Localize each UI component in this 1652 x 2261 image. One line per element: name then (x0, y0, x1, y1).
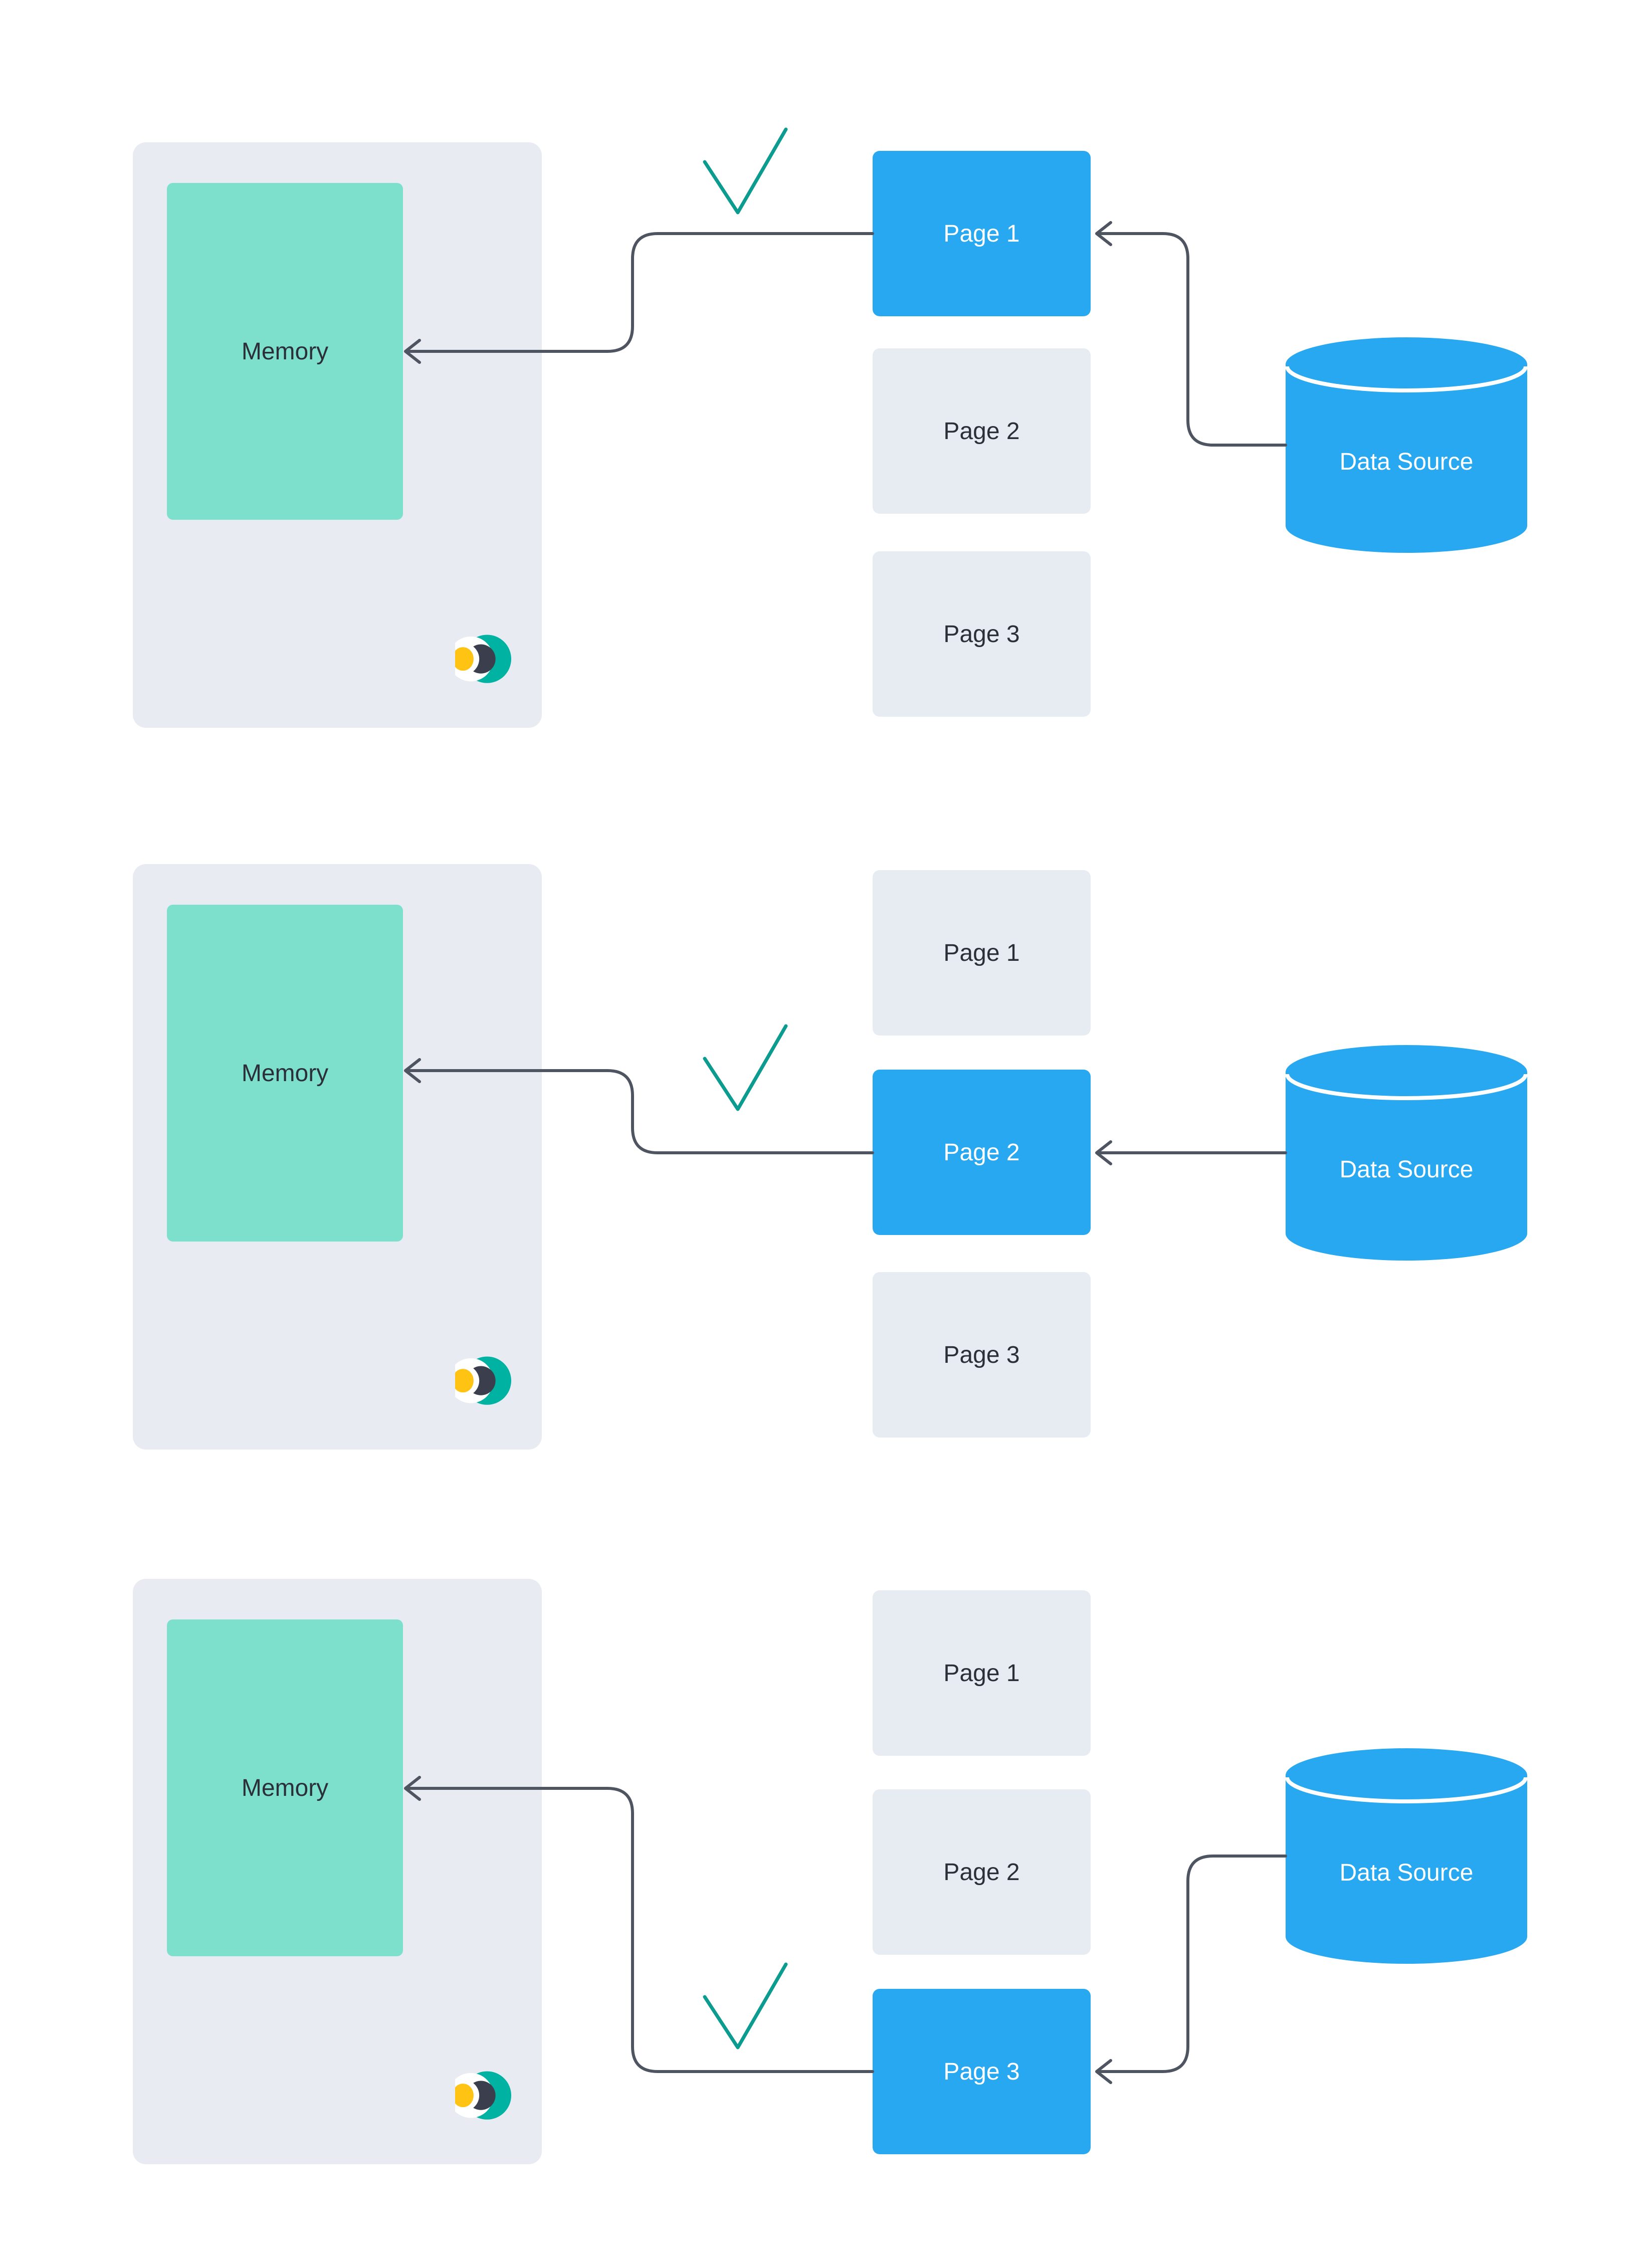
page-2-box: Page 2 (873, 348, 1091, 514)
datasource-label: Data Source (1340, 1156, 1474, 1183)
datasource-label: Data Source (1340, 449, 1474, 475)
page-label: Page 1 (943, 939, 1020, 966)
page-label: Page 1 (943, 220, 1020, 247)
brand-logo-icon (455, 1356, 511, 1405)
arrowhead-icon (404, 1776, 421, 1801)
page-label: Page 2 (943, 418, 1020, 445)
brand-logo-icon (455, 635, 511, 683)
page-label: Page 3 (943, 2058, 1020, 2085)
arrowhead-icon (1095, 1140, 1112, 1165)
arrowhead-icon (1095, 221, 1112, 246)
page-label: Page 2 (943, 1859, 1020, 1886)
page-1-box: Page 1 (873, 151, 1091, 316)
cylinder-seam (1285, 1777, 1528, 1803)
cylinder-seam (1285, 366, 1528, 392)
memory-box: Memory (167, 1619, 403, 1956)
memory-box: Memory (167, 905, 403, 1242)
memory-panel-3: Memory (133, 1579, 542, 2164)
page-1-box: Page 1 (873, 870, 1091, 1036)
memory-panel-1: Memory (133, 142, 542, 728)
memory-box: Memory (167, 183, 403, 520)
data-source-cylinder: Data Source (1285, 1045, 1528, 1261)
arrowhead-icon (1095, 2059, 1112, 2084)
arrow-page-2-to-memory (408, 1069, 874, 1154)
data-source-cylinder: Data Source (1285, 1748, 1528, 1964)
data-source-cylinder: Data Source (1285, 337, 1528, 553)
memory-panel-2: Memory (133, 864, 542, 1450)
page-3-box: Page 3 (873, 1989, 1091, 2154)
checkmark-icon (703, 1962, 788, 2049)
page-label: Page 1 (943, 1660, 1020, 1687)
datasource-label: Data Source (1340, 1860, 1474, 1886)
checkmark-icon (703, 1024, 788, 1111)
page-1-box: Page 1 (873, 1590, 1091, 1756)
arrowhead-icon (404, 1058, 421, 1083)
arrowhead-icon (404, 339, 421, 364)
memory-label: Memory (241, 1060, 329, 1087)
cylinder-seam (1285, 1074, 1528, 1100)
page-label: Page 2 (943, 1139, 1020, 1166)
page-3-box: Page 3 (873, 1272, 1091, 1437)
memory-label: Memory (241, 1774, 329, 1801)
page-2-box: Page 2 (873, 1789, 1091, 1955)
page-3-box: Page 3 (873, 551, 1091, 717)
arrow-page-3-to-memory (408, 1787, 874, 2073)
arrow-datasource-to-page-1 (1099, 232, 1287, 447)
arrow-datasource-to-page-3 (1099, 1855, 1287, 2073)
page-label: Page 3 (943, 1341, 1020, 1368)
arrow-page-1-to-memory (408, 232, 874, 353)
page-2-box: Page 2 (873, 1070, 1091, 1235)
checkmark-icon (703, 127, 788, 215)
memory-label: Memory (241, 338, 329, 365)
page-label: Page 3 (943, 621, 1020, 648)
brand-logo-icon (455, 2071, 511, 2120)
